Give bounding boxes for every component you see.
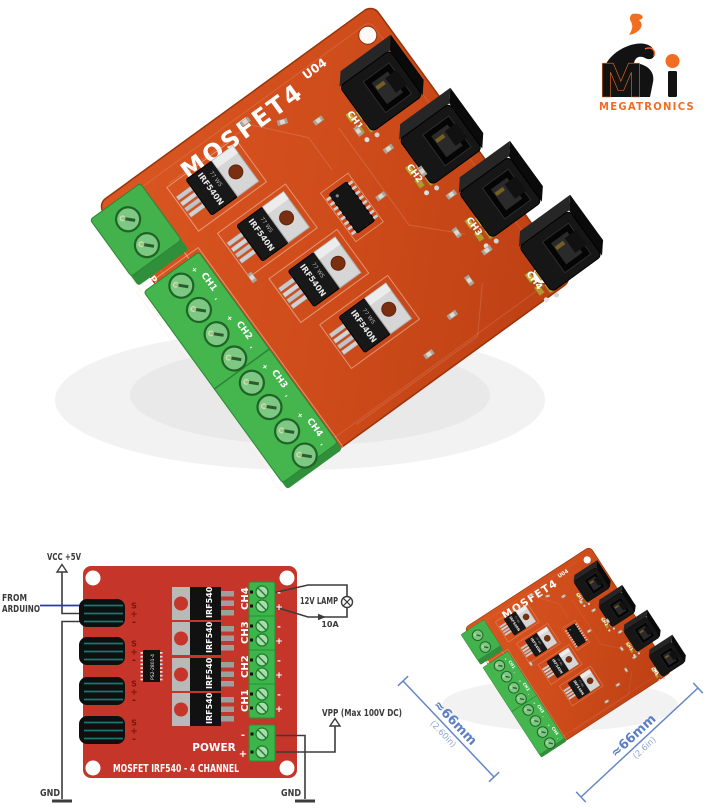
arduino-label: ARDUINO [2,604,40,615]
diagram-ch2: CH2 [240,655,251,678]
gnd-right-wire [276,734,306,799]
wiring-diagram: PS2-2801-4 CH4 CH3 CH2 CH1 - + [2,552,402,803]
gnd-left-wire [61,620,84,799]
logo-letter-i-stem [668,71,677,97]
small-photo [442,535,691,761]
from-label: FROM [2,593,27,604]
diagram-caption: MOSFET IRF540 - 4 CHANNEL [113,763,239,775]
diagram-ch3: CH3 [240,621,251,644]
gorilla-icon [602,43,655,97]
power-minus: - [241,730,245,741]
vcc-label: VCC +5V [47,552,81,563]
brand-logo: M MEGATRONICS [598,13,695,113]
amps-label: 10A [321,620,339,629]
vpp-arrow-symbol [328,717,342,727]
flame-icon [629,13,643,35]
diagram-ch4: CH4 [240,587,251,610]
vpp-wire [276,726,336,753]
lamp-symbol [340,595,354,609]
power-plus: + [239,749,247,760]
diagram-holes [85,570,295,776]
diagram-labels: VCC +5V FROM ARDUINO GND GND 12V LAMP 10… [2,552,402,799]
vpp-label: VPP (Max 100V DC) [322,708,402,719]
main-photo [55,0,615,498]
current-arrow [318,613,326,621]
diagram-power-block: - + [239,724,276,762]
gnd-right-label: GND [281,788,301,799]
vcc-arrow-symbol [55,563,69,573]
gnd-left-label: GND [40,788,60,799]
vcc-wire [61,572,84,615]
lamp-wire-top [274,584,348,597]
diagram-ic-label: PS2-2801-4 [150,654,156,680]
diagram-power-label: POWER [192,742,235,754]
logo-letter-m: M [598,54,644,108]
lamp-wire-bottom [274,606,348,618]
lamp-label: 12V LAMP [300,596,338,607]
logo-letter-i-dot [665,54,680,68]
diagram-ic: PS2-2801-4 [140,650,163,682]
diagram-ch1: CH1 [240,689,251,712]
diagram-channel-labels: CH4 CH3 CH2 CH1 [240,587,251,712]
diagram-wires [61,572,348,799]
gorilla-face-accent [644,47,656,57]
brand-name: MEGATRONICS [599,100,695,113]
